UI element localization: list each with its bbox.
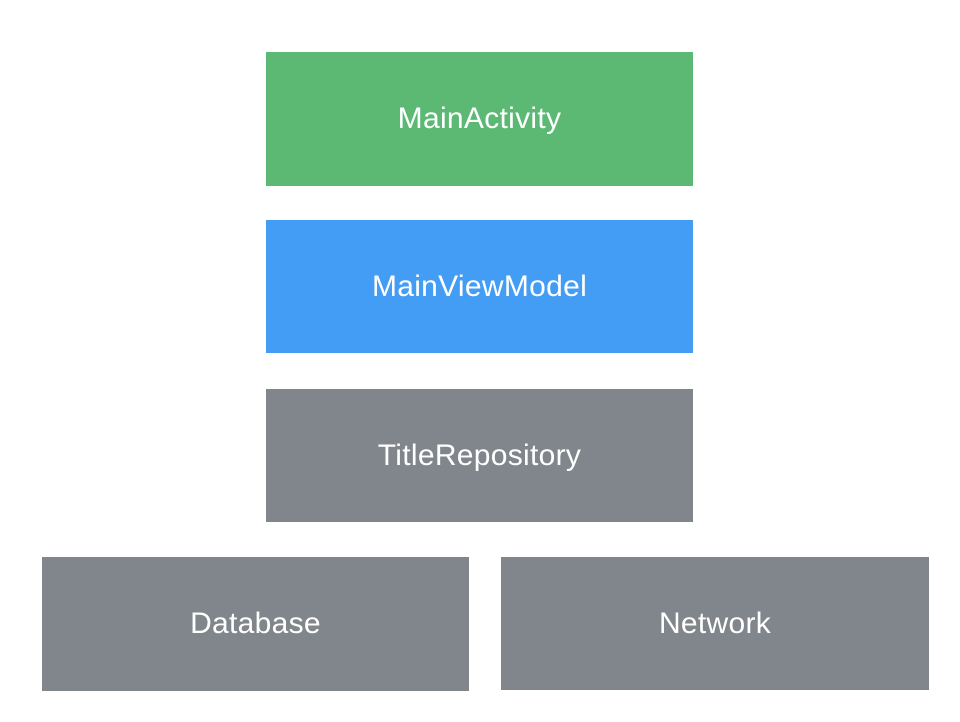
main-view-model-label: MainViewModel [371, 269, 588, 303]
diagram-box-network: Network [501, 557, 929, 690]
network-label: Network [658, 606, 772, 640]
diagram-box-title-repository: TitleRepository [266, 389, 693, 522]
diagram-box-database: Database [42, 557, 469, 691]
database-label: Database [190, 607, 321, 640]
main-activity-label: MainActivity [397, 102, 562, 135]
diagram-box-main-activity: MainActivity [266, 52, 693, 186]
diagram-box-main-view-model: MainViewModel [266, 220, 693, 353]
title-repository-label: TitleRepository [377, 438, 582, 472]
